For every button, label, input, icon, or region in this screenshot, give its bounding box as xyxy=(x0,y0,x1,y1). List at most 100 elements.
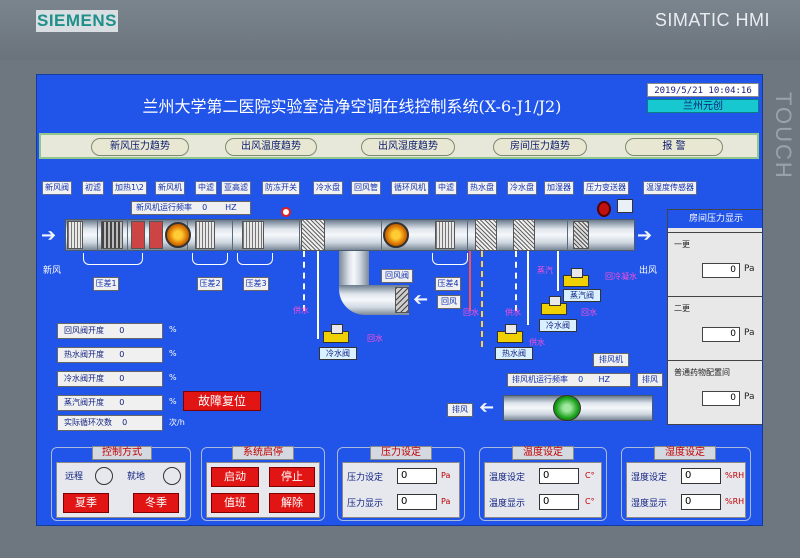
cold-valve-1-icon[interactable] xyxy=(323,324,349,343)
room-pressure-trend-button[interactable]: 房间压力趋势 xyxy=(493,138,587,156)
duct-divider xyxy=(567,219,568,251)
status-label: 冷水阀开度 xyxy=(64,374,104,383)
winter-button[interactable]: 冬季 xyxy=(133,493,179,513)
pressure-show-label: 压力显示 xyxy=(347,499,384,509)
equip-fresh-air-valve: 新风阀 xyxy=(42,181,72,195)
exhaust-label-right: 排风 xyxy=(637,373,663,387)
equip-cold-coil-1: 冷水盘 xyxy=(313,181,343,195)
remote-knob[interactable] xyxy=(95,467,113,485)
hot-water-pipe-return xyxy=(481,251,483,347)
summer-button[interactable]: 夏季 xyxy=(63,493,109,513)
status-unit: 次/h xyxy=(169,418,185,427)
exhaust-frequency-value: 0 xyxy=(578,375,584,384)
local-knob[interactable] xyxy=(163,467,181,485)
status-steam-valve-box: 蒸汽阀开度 0 xyxy=(57,395,163,411)
circulation-fan xyxy=(383,222,409,248)
humidity-set-input[interactable]: 0 xyxy=(681,468,721,484)
status-label: 实际循环次数 xyxy=(64,418,112,427)
equip-sub-hepa: 亚高滤 xyxy=(221,181,251,195)
duty-button[interactable]: 值班 xyxy=(211,493,259,513)
status-label: 热水阀开度 xyxy=(64,350,104,359)
temperature-set-input[interactable]: 0 xyxy=(539,468,579,484)
steam-label: 蒸汽 xyxy=(537,266,553,275)
status-value: 0 xyxy=(119,398,125,407)
pressure-show-value: 0 xyxy=(397,494,437,510)
outlet-humidity-trend-button[interactable]: 出风湿度趋势 xyxy=(361,138,455,156)
primary-filter xyxy=(101,221,123,249)
alarm-button[interactable]: 报 警 xyxy=(625,138,723,156)
heater-2 xyxy=(149,221,163,249)
datetime-display: 2019/5/21 10:04:16 AM xyxy=(647,83,759,110)
steam-pipe xyxy=(557,251,559,291)
outlet-label: 出风 xyxy=(639,266,658,276)
humidity-show-value: 0 xyxy=(681,494,721,510)
fresh-air-fan-frequency-box: 新风机运行频率 0 HZ xyxy=(131,201,251,215)
fault-reset-button[interactable]: 故障复位 xyxy=(183,391,261,411)
equip-heater: 加热1\2 xyxy=(112,181,147,195)
touch-label: TOUCH xyxy=(771,92,796,180)
return-air-valve-label: 回风阀 xyxy=(381,269,413,283)
antifreeze-switch-icon xyxy=(281,207,291,217)
hot-water-pipe-supply xyxy=(469,251,471,311)
supply-water-label-2: 供水 xyxy=(529,338,545,347)
diff-pressure-gauge-2 xyxy=(192,253,228,265)
status-unit: % xyxy=(169,349,177,358)
status-circulation-box: 实际循环次数 0 xyxy=(57,415,163,431)
room-pressure-room-1: 一更 0 Pa xyxy=(668,232,762,294)
steam-valve-icon[interactable] xyxy=(563,268,589,287)
status-return-valve-box: 回风阀开度 0 xyxy=(57,323,163,339)
control-mode-inner: 远程 就地 夏季 冬季 xyxy=(56,462,186,518)
humidity-show-label: 湿度显示 xyxy=(631,499,668,509)
return-air-damper xyxy=(395,287,409,313)
release-button[interactable]: 解除 xyxy=(269,493,315,513)
room-pressure-title: 房间压力显示 xyxy=(668,210,762,228)
status-label: 蒸汽阀开度 xyxy=(64,398,104,407)
duct-divider xyxy=(232,219,233,251)
temperature-show-value: 0 xyxy=(539,494,579,510)
medium-filter-2 xyxy=(435,221,455,249)
temperature-set-unit: C° xyxy=(585,471,595,480)
status-unit: % xyxy=(169,397,177,406)
equip-antifreeze-switch: 防冻开关 xyxy=(262,181,300,195)
page-title: 兰州大学第二医院实验室洁净空调在线控制系统(X-6-J1/J2) xyxy=(142,97,562,116)
exhaust-frequency-box: 排风机运行频率 0 HZ xyxy=(507,373,631,387)
stop-button[interactable]: 停止 xyxy=(269,467,315,487)
equip-primary-filter: 初滤 xyxy=(82,181,104,195)
status-label: 回风阀开度 xyxy=(64,326,104,335)
hot-coil xyxy=(475,219,497,251)
temperature-show-unit: C° xyxy=(585,497,595,506)
duct-divider xyxy=(467,219,468,251)
equip-cold-coil-2: 冷水盘 xyxy=(507,181,537,195)
diff-pressure-gauge-1 xyxy=(83,253,143,265)
pressure-set-input[interactable]: 0 xyxy=(397,468,437,484)
exhaust-label-left: 排风 xyxy=(447,403,473,417)
hmi-bezel xyxy=(0,0,800,60)
start-button[interactable]: 启动 xyxy=(211,467,259,487)
diff-pressure-1: 压差1 xyxy=(93,277,119,291)
pressure-set-unit: Pa xyxy=(441,471,451,480)
fresh-air-fan-frequency-unit: HZ xyxy=(225,203,237,212)
temperature-show-label: 温度显示 xyxy=(489,499,526,509)
cold-water-pipe-return-2 xyxy=(527,251,529,325)
exhaust-frequency-unit: HZ xyxy=(598,375,611,384)
duct-divider xyxy=(299,219,300,251)
temp-humidity-sensor-icon xyxy=(617,199,633,213)
equip-medium-filter-1: 中滤 xyxy=(195,181,217,195)
fresh-air-pressure-trend-button[interactable]: 新风压力趋势 xyxy=(91,138,189,156)
nav-bar: 新风压力趋势 出风温度趋势 出风湿度趋势 房间压力趋势 报 警 xyxy=(39,133,759,159)
humidity-inner: 湿度设定 0 %RH 湿度显示 0 %RH xyxy=(626,462,746,518)
room-pressure-unit: Pa xyxy=(744,392,755,402)
diff-pressure-gauge-4 xyxy=(432,253,468,265)
siemens-logo: SIEMENS xyxy=(36,10,118,32)
cold-valve-2-icon[interactable] xyxy=(541,296,567,315)
humidity-show-unit: %RH xyxy=(725,497,745,506)
return-water-label-3: 回水 xyxy=(581,308,597,317)
control-mode-panel: 控制方式 远程 就地 夏季 冬季 xyxy=(51,446,191,521)
room-pressure-value: 0 xyxy=(702,391,740,406)
status-hot-valve-box: 热水阀开度 0 xyxy=(57,347,163,363)
room-pressure-unit: Pa xyxy=(744,264,755,274)
cold-water-pipe-return-1 xyxy=(317,251,319,339)
hot-valve-icon[interactable] xyxy=(497,324,523,343)
fresh-air-damper xyxy=(67,221,83,249)
outlet-temp-trend-button[interactable]: 出风温度趋势 xyxy=(225,138,317,156)
